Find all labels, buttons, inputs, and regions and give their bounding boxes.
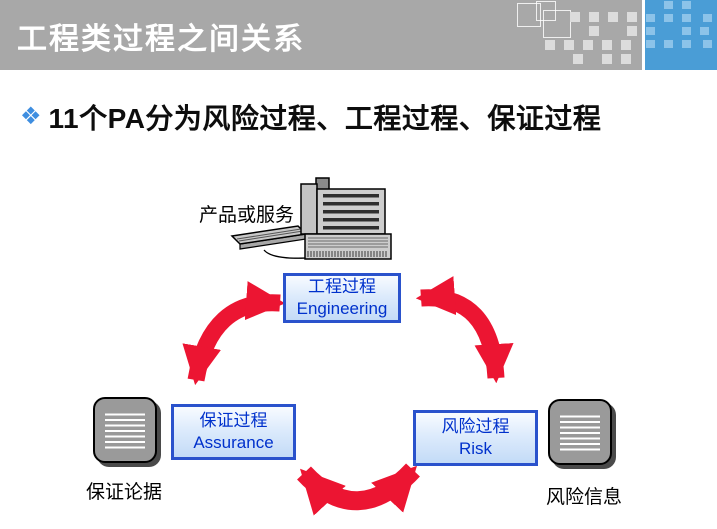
document-icon xyxy=(548,399,612,465)
bullet-line: ❖ 11个PA分为风险过程、工程过程、保证过程 xyxy=(20,96,601,138)
arrow-engineering-risk xyxy=(415,276,514,384)
process-box-label-en: Risk xyxy=(458,439,493,458)
diamond-bullet-icon: ❖ xyxy=(20,103,42,130)
document-lines xyxy=(560,412,600,452)
header-bar: 工程类过程之间关系 xyxy=(0,0,642,70)
decor-outline-square xyxy=(517,3,541,27)
bullet-text: 11个PA分为风险过程、工程过程、保证过程 xyxy=(48,103,602,134)
arrow-engineering-assurance xyxy=(182,281,286,386)
page-title: 工程类过程之间关系 xyxy=(17,23,305,56)
arrow-assurance-risk xyxy=(297,463,420,516)
document-lines xyxy=(105,410,145,450)
process-box-assurance: 保证过程 Assurance xyxy=(171,404,296,460)
process-box-label-en: Engineering xyxy=(296,299,388,318)
header-accent-block xyxy=(645,0,717,70)
process-box-label-cn: 风险过程 xyxy=(441,416,510,436)
decor-square-grid xyxy=(570,12,580,22)
process-box-risk: 风险过程 Risk xyxy=(413,410,538,466)
decor-square-grid-blue xyxy=(664,1,673,9)
process-box-label-cn: 保证过程 xyxy=(199,410,268,430)
assurance-evidence-label: 保证论据 xyxy=(86,482,163,503)
product-service-label: 产品或服务 xyxy=(199,205,295,226)
printer-icon xyxy=(230,177,392,260)
decor-outline-square xyxy=(536,1,556,21)
document-icon xyxy=(93,397,157,463)
risk-info-label: 风险信息 xyxy=(546,487,623,508)
process-box-engineering: 工程过程 Engineering xyxy=(283,273,401,323)
process-box-label-en: Assurance xyxy=(193,433,274,452)
decor-outline-square xyxy=(543,10,571,38)
process-box-label-cn: 工程过程 xyxy=(308,276,376,296)
